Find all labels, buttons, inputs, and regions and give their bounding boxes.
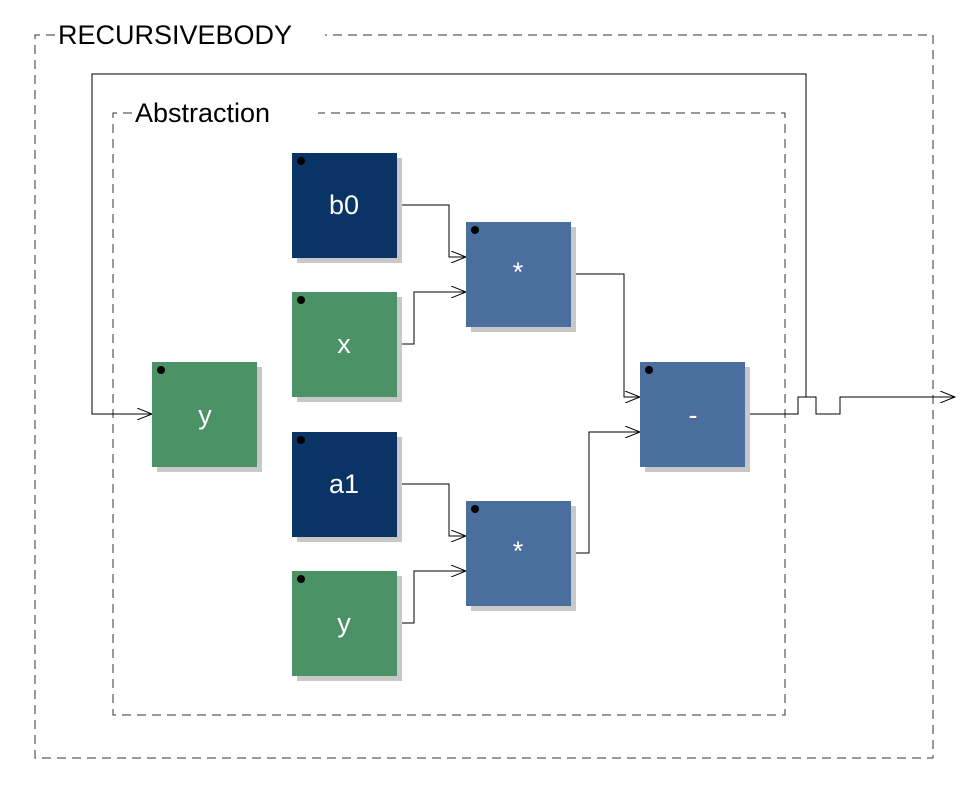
recursivebody-label: RECURSIVEBODY <box>58 20 292 50</box>
block-multiply-bottom: * <box>466 501 576 611</box>
wire-mul-top-to-subtract <box>572 273 640 397</box>
block-y-feedback: y <box>152 362 262 472</box>
abstraction-label: Abstraction <box>135 98 270 128</box>
block-subtract-label: - <box>689 400 698 430</box>
block-y-feedback-label: y <box>198 400 212 430</box>
block-b0-label: b0 <box>329 190 359 220</box>
wire-mul-bottom-to-subtract <box>572 432 640 554</box>
wire-feedback-loop <box>91 73 807 414</box>
wire-a1-to-mul-bottom <box>398 483 466 536</box>
block-subtract: - <box>640 362 750 472</box>
recursivebody-frame: RECURSIVEBODY <box>34 20 934 759</box>
block-y-input: y <box>292 571 402 681</box>
wire-b0-to-mul-top <box>398 204 466 257</box>
block-b0: b0 <box>292 153 402 263</box>
wire-x-to-mul-top <box>398 292 466 345</box>
block-y-input-label: y <box>337 608 351 638</box>
wire-subtract-output <box>746 397 955 415</box>
block-multiply-top-label: * <box>513 257 524 287</box>
connections <box>91 73 955 624</box>
block-x: x <box>292 292 402 402</box>
block-x-label: x <box>337 329 351 359</box>
block-a1-label: a1 <box>329 469 359 499</box>
block-multiply-bottom-label: * <box>513 536 524 566</box>
block-a1: a1 <box>292 432 402 542</box>
block-multiply-top: * <box>466 222 576 332</box>
abstraction-frame: Abstraction <box>112 98 786 716</box>
wire-y-to-mul-bottom <box>398 571 466 624</box>
